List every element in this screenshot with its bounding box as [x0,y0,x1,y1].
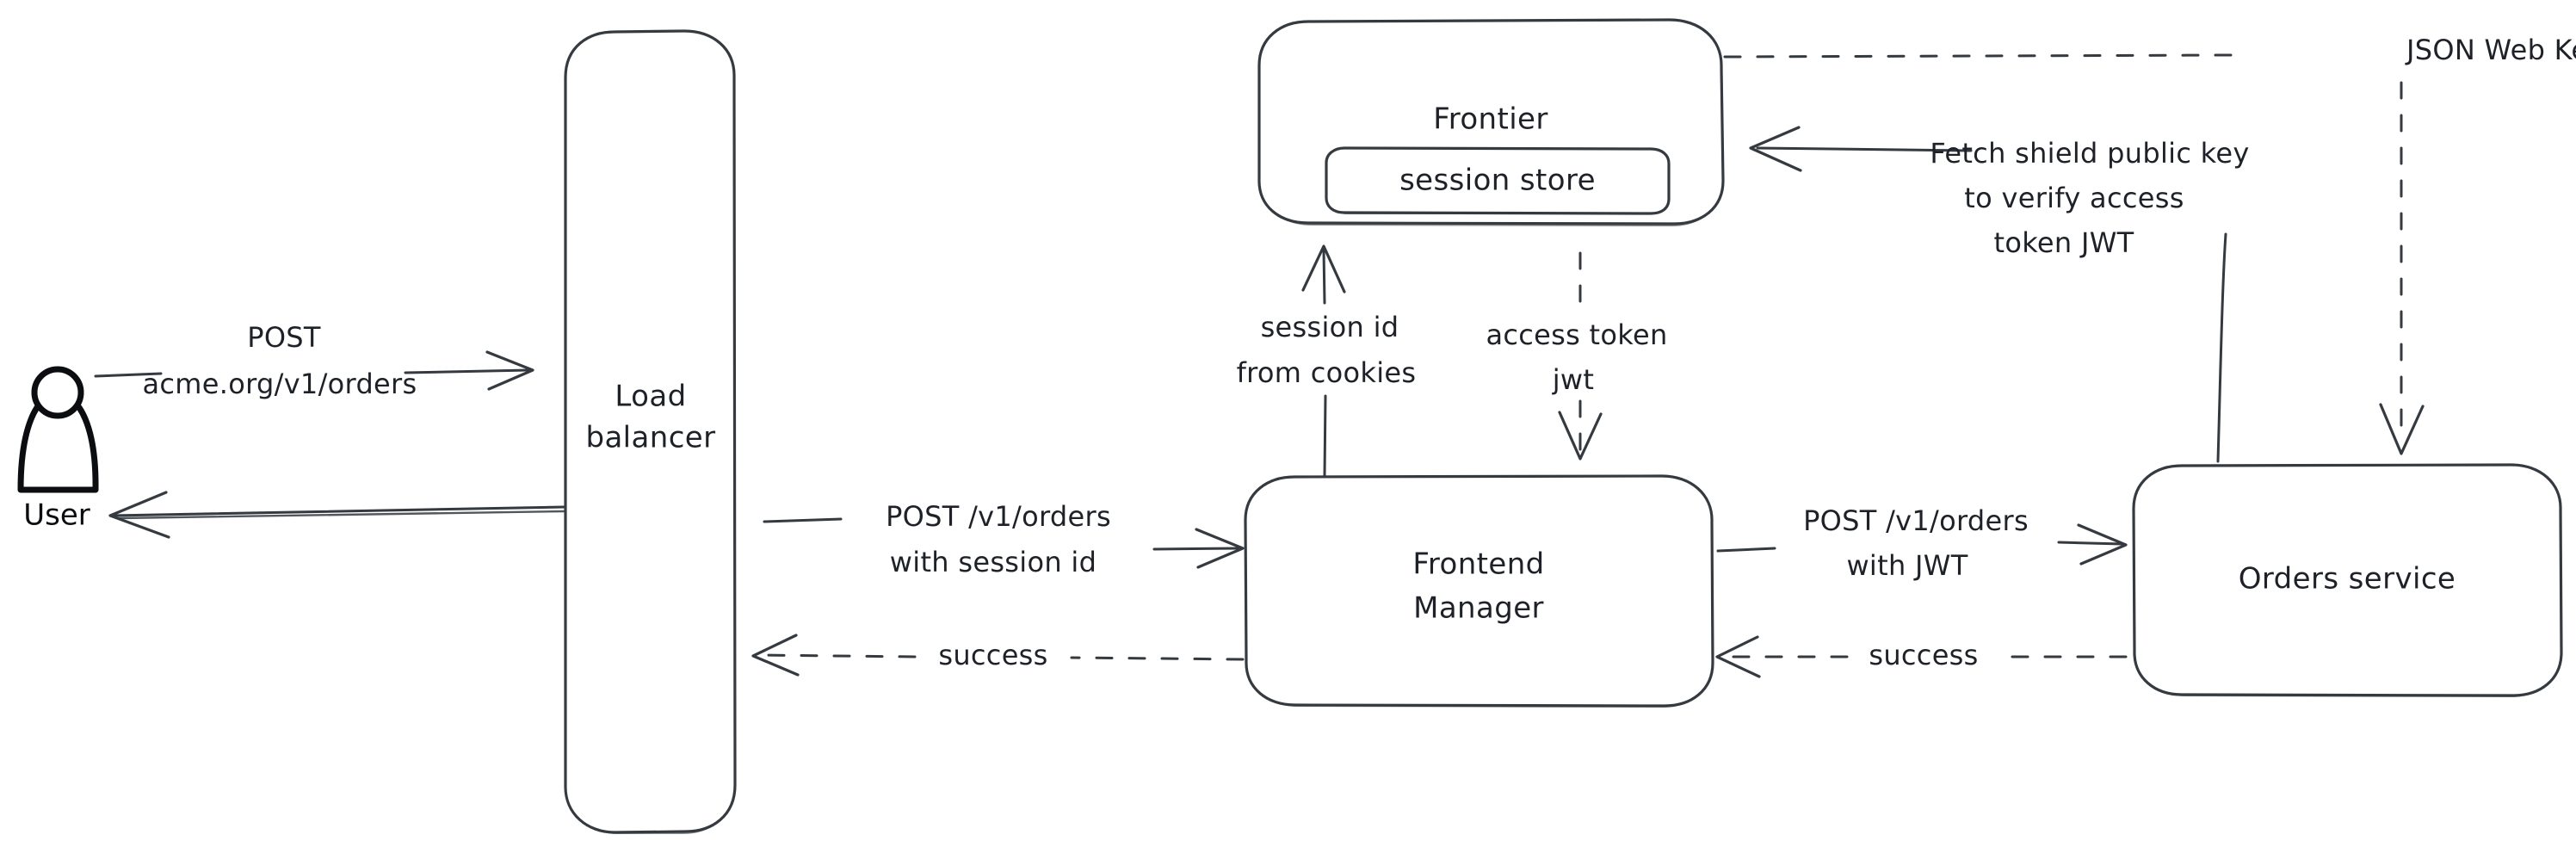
edge-user-to-load-balancer: POST acme.org/v1/orders [94,321,534,400]
edge-label-fm-to-frontier-line2: from cookies [1237,356,1417,389]
edge-label-user-to-lb-line2: acme.org/v1/orders [143,368,417,400]
edge-label-frontier-to-fm-line1: access token [1486,318,1667,351]
edge-frontend-manager-to-frontier: session id from cookies [1237,244,1417,478]
node-label-frontend-manager-line2: Manager [1413,591,1544,626]
edge-frontier-to-orders-service: JSON Web Key Set [1723,34,2576,455]
edge-load-balancer-to-frontend-manager: POST /v1/orders with session id [763,500,1245,578]
edge-label-orders-to-frontier-line3: token JWT [1994,226,2134,259]
node-label-frontend-manager-line1: Frontend [1412,547,1544,582]
edge-orders-service-to-frontend-manager: success [1715,635,2128,678]
node-session-store[interactable]: session store [1325,146,1671,215]
node-label-orders-service: Orders service [2239,562,2456,597]
edge-label-fm-to-lb-success: success [938,639,1047,671]
user-person-icon [17,366,99,493]
node-label-session-store: session store [1399,164,1596,198]
edge-label-fm-to-frontier-line1: session id [1261,311,1399,343]
edge-label-fm-to-orders-line2: with JWT [1846,549,1968,582]
edge-load-balancer-to-user [108,491,565,539]
node-label-frontier: Frontier [1433,102,1548,137]
edge-label-orders-to-frontier-line2: to verify access [1964,182,2184,214]
edge-label-orders-to-fm-success: success [1869,639,1978,671]
edge-frontend-manager-to-load-balancer: success [751,634,1245,677]
edge-frontend-manager-to-orders-service: POST /v1/orders with JWT [1716,504,2128,582]
node-load-balancer[interactable]: Load balancer [564,29,737,835]
node-frontier[interactable]: Frontier session store [1257,18,1725,227]
edge-label-user-to-lb-line1: POST [247,321,321,354]
edge-orders-service-to-frontier: Fetch shield public key to verify access… [1749,126,2249,463]
node-orders-service[interactable]: Orders service [2132,463,2563,698]
node-frontend-manager[interactable]: Frontend Manager [1244,474,1714,708]
edge-label-fm-to-orders-line1: POST /v1/orders [1803,504,2029,537]
edge-label-frontier-to-orders-jwks: JSON Web Key Set [2405,34,2576,66]
user-caption: User [23,498,90,533]
node-label-load-balancer-line2: balancer [585,421,715,455]
edge-label-frontier-to-fm-line2: jwt [1552,363,1595,396]
edge-frontier-to-frontend-manager: access token jwt [1486,251,1667,461]
edge-label-lb-to-fm-line2: with session id [890,546,1096,578]
edge-label-lb-to-fm-line1: POST /v1/orders [886,500,1111,533]
node-label-load-balancer-line1: Load [615,380,686,414]
edge-label-orders-to-frontier-line1: Fetch shield public key [1930,137,2249,170]
